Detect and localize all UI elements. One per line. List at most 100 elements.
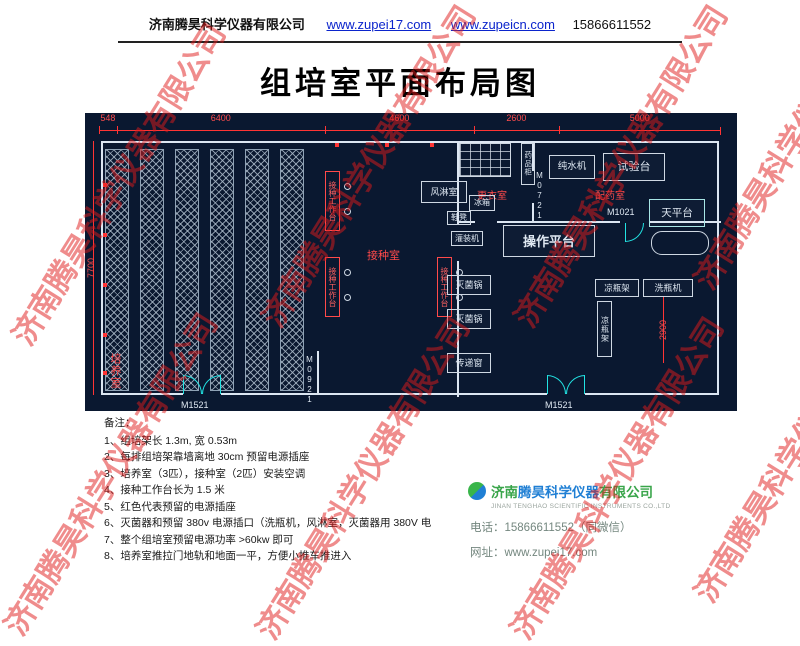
culture-rack	[175, 149, 199, 391]
notes-section: 备注： 1、组培架长 1.3m, 宽 0.53m 2、每排组培架靠墙离地 30c…	[104, 415, 464, 565]
note-item: 4、接种工作台长为 1.5 米	[104, 484, 225, 496]
bottle-washer: 洗瓶机	[643, 279, 693, 297]
power-outlet-mark	[385, 143, 389, 147]
medicine-cabinet: 药品柜	[521, 143, 535, 185]
door-label-m0721: M0721	[535, 171, 544, 221]
wall	[317, 351, 319, 395]
air-shower: 风淋室	[421, 181, 467, 203]
note-item: 6、灭菌器和预留 380v 电源插口（洗瓶机，风淋室，灭菌器用 380V 电	[104, 517, 432, 529]
brand-name-prefix: 济南	[491, 485, 518, 500]
dimension-label-left: 7700	[86, 257, 97, 279]
dimension-segment: 548	[99, 113, 117, 134]
door-label-m1021: M1021	[607, 207, 635, 217]
wall	[650, 221, 721, 223]
culture-rack	[140, 149, 164, 391]
note-item: 8、培养室推拉门地轨和地面一平，方便小推车推进入	[104, 550, 352, 562]
power-outlet-mark	[103, 371, 107, 375]
power-outlet-mark	[430, 143, 434, 147]
stool	[344, 294, 351, 301]
floor-plan-canvas: 548 6400 4600 2600 5000 7700 接种工作台 接种工作台…	[85, 113, 737, 411]
outer-wall	[101, 141, 719, 395]
door-opening	[183, 393, 221, 398]
door-label-m1521: M1521	[181, 400, 209, 410]
shoe-cabinet-grid	[459, 143, 511, 177]
bottle-cooling-rack: 凉瓶架	[595, 279, 639, 297]
dimension-label: 2600	[506, 113, 527, 123]
header-link-zupeicn[interactable]: www.zupeicn.com	[450, 17, 555, 32]
stool	[456, 294, 463, 301]
refrigerator: 冰箱	[469, 195, 495, 211]
power-outlet-mark	[103, 333, 107, 337]
page-title: 组培室平面布局图	[260, 66, 540, 101]
footer-phone: 电话：15866611552（同微信）	[470, 522, 632, 534]
dimension-chain-top: 548 6400 4600 2600 5000	[99, 113, 721, 135]
stool	[344, 269, 351, 276]
wall	[532, 141, 534, 171]
header-link-zupei17[interactable]: www.zupei17.com	[326, 17, 432, 32]
dimension-label: 5000	[629, 113, 650, 123]
filling-machine: 灌装机	[451, 231, 483, 246]
dimension-label: 4600	[389, 113, 410, 123]
door-opening	[547, 393, 585, 398]
dimension-label: 548	[100, 113, 116, 123]
room-label-dispensing: 配药室	[595, 191, 625, 202]
dimension-label: 6400	[210, 113, 231, 123]
brand-name-english: JINAN TENGHAO SCIENTIFIC INSTRUMENTS CO.…	[491, 503, 671, 510]
test-bench: 试验台	[603, 153, 665, 181]
stool	[344, 183, 351, 190]
wall	[459, 221, 475, 223]
note-item: 5、红色代表预留的电源插座	[104, 500, 236, 513]
header-divider	[118, 41, 682, 43]
power-outlet-mark	[103, 233, 107, 237]
inoculation-bench: 接种工作台	[325, 171, 340, 231]
header-phone: 15866611552	[572, 17, 652, 32]
inoculation-bench: 接种工作台	[437, 257, 452, 317]
note-item: 2、每排组培架靠墙离地 30cm 预留电源插座	[104, 451, 310, 463]
power-outlet-mark	[103, 283, 107, 287]
shoe-bench: 鞋凳	[447, 211, 471, 225]
dimension-segment: 6400	[116, 113, 325, 134]
wall	[457, 141, 459, 225]
header-company: 济南腾昊科学仪器有限公司	[148, 17, 305, 32]
culture-rack	[245, 149, 269, 391]
pass-through-window: 传递窗	[447, 353, 491, 373]
inoculation-bench: 接种工作台	[325, 257, 340, 317]
culture-rack	[280, 149, 304, 391]
dimension-line-right	[663, 297, 664, 363]
culture-rack	[105, 149, 129, 391]
notes-heading: 备注：	[104, 417, 136, 429]
footer-website: 网址：www.zupei17.com	[470, 547, 598, 559]
power-outlet-mark	[103, 183, 107, 187]
wall	[532, 203, 534, 223]
page-header: 济南腾昊科学仪器有限公司 www.zupei17.com www.zupeicn…	[0, 14, 800, 33]
brand-name-mid: 腾昊科学仪器	[518, 485, 599, 500]
footer-brand-block: 济南腾昊科学仪器有限公司 JINAN TENGHAO SCIENTIFIC IN…	[468, 481, 758, 560]
room-label-changing: 更衣室	[477, 191, 507, 202]
note-item: 7、整个组培室预留电源功率 >60kw 即可	[104, 533, 294, 546]
room-label-culture: 培养室	[109, 353, 121, 389]
stool	[344, 208, 351, 215]
door-label-m0921: M0921	[305, 355, 314, 405]
note-item: 1、组培架长 1.3m, 宽 0.53m	[104, 434, 238, 447]
dimension-segment: 4600	[324, 113, 475, 134]
dimension-segment: 2600	[474, 113, 559, 134]
room-label-inoculation: 接种室	[367, 250, 400, 262]
operation-platform: 操作平台	[503, 225, 595, 257]
sterilizer: 灭菌锅	[447, 309, 491, 329]
sink	[651, 231, 709, 255]
brand-logo-icon	[468, 482, 486, 500]
wall	[457, 261, 459, 397]
wall	[497, 221, 620, 223]
balance-table: 天平台	[649, 199, 705, 227]
brand-name-suffix: 有限公司	[599, 485, 653, 500]
bottle-cooling-rack-vertical: 凉瓶架	[597, 301, 612, 357]
note-item: 3、培养室（3匹），接种室（2匹）安装空调	[104, 467, 306, 480]
dimension-label-right: 2900	[658, 319, 669, 341]
sterilizer: 灭菌锅	[447, 275, 491, 295]
pure-water-machine: 纯水机	[549, 155, 595, 179]
door-label-m1521: M1521	[545, 400, 573, 410]
power-outlet-mark	[335, 143, 339, 147]
culture-rack	[210, 149, 234, 391]
dimension-line-left	[93, 141, 94, 395]
dimension-segment: 5000	[558, 113, 721, 134]
